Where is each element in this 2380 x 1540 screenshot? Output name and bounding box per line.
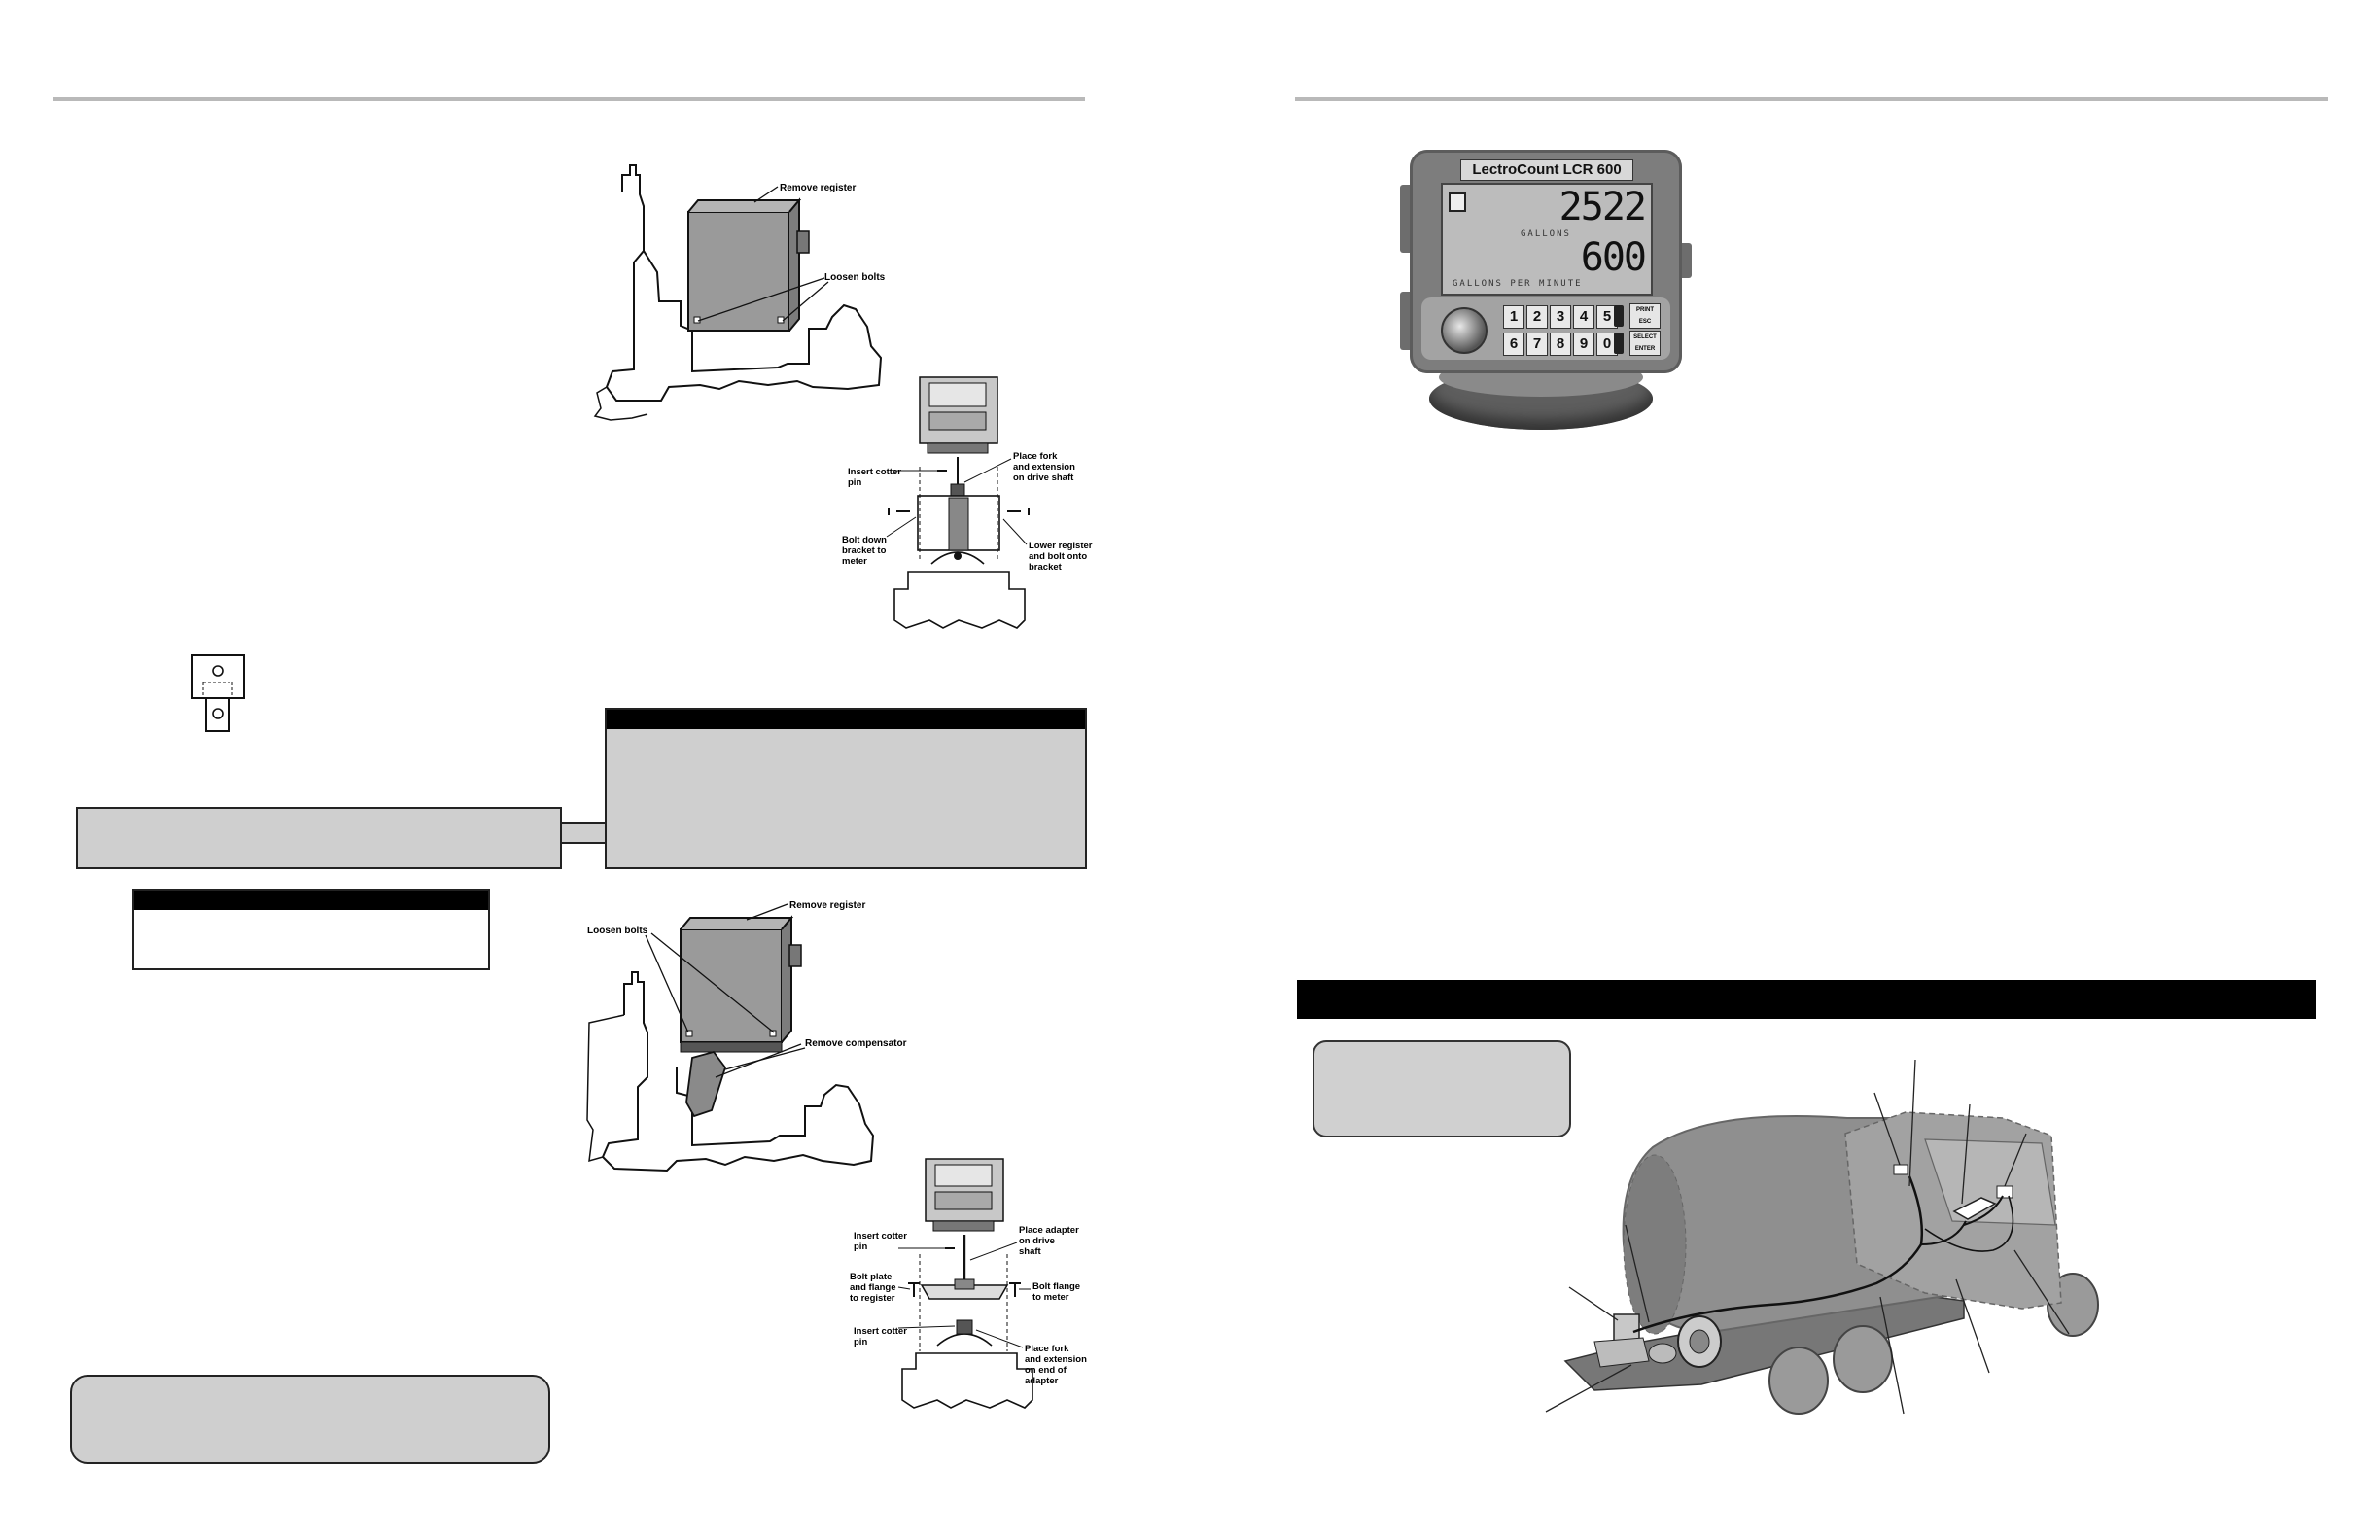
- print-key[interactable]: PRINT ESC: [1629, 303, 1661, 329]
- note-box-right: [605, 708, 1087, 869]
- arrow-key-down[interactable]: [1614, 332, 1624, 354]
- keypad-row-1: 1 2 3 4 5: [1503, 305, 1618, 329]
- lcr600-device-photo: LectroCount LCR 600 2522 GALLONS 600 GAL…: [1400, 146, 1692, 434]
- remove-register-figure: Remove register Loosen bolts: [593, 164, 886, 421]
- lcd-logo-icon: [1449, 192, 1466, 212]
- note-rounded-box-left: [70, 1375, 550, 1464]
- lcd-rate-unit: GALLONS PER MINUTE: [1452, 279, 1583, 289]
- key-9[interactable]: 9: [1573, 332, 1594, 356]
- select-key-label: SELECT: [1633, 334, 1657, 340]
- esc-key-label: ESC: [1638, 319, 1652, 325]
- key-2[interactable]: 2: [1526, 305, 1548, 329]
- left-page-header-rule: [52, 97, 1085, 101]
- lcd-main-value: 2522: [1558, 185, 1647, 229]
- key-4[interactable]: 4: [1573, 305, 1594, 329]
- loosen-bolts-label-2: Loosen bolts: [587, 926, 648, 936]
- keypad-row-2: 6 7 8 9 0: [1503, 332, 1618, 356]
- fork-adapter-icon: [191, 654, 245, 732]
- print-key-label: PRINT: [1636, 307, 1654, 313]
- enter-key-label: ENTER: [1634, 346, 1656, 352]
- key-3[interactable]: 3: [1550, 305, 1571, 329]
- note-box-right-header: [607, 710, 1085, 729]
- device-keypad-panel: 1 2 3 4 5 6 7 8 9 0 PRINT ESC SELECT ENT…: [1421, 298, 1670, 360]
- key-1[interactable]: 1: [1503, 305, 1524, 329]
- arrow-key-up[interactable]: [1614, 305, 1624, 327]
- remove-compensator-figure: Remove register Loosen bolts Remove comp…: [586, 900, 907, 1172]
- key-6[interactable]: 6: [1503, 332, 1524, 356]
- lcd-main-unit: GALLONS: [1521, 229, 1571, 239]
- loosen-bolts-label: Loosen bolts: [824, 272, 886, 283]
- select-key[interactable]: SELECT ENTER: [1629, 331, 1661, 356]
- lcd-rate-value: 600: [1580, 235, 1647, 280]
- truck-installation-diagram: [1545, 1059, 2099, 1415]
- remove-compensator-label: Remove compensator: [805, 1038, 907, 1049]
- section-header-bar: [1297, 980, 2316, 1019]
- key-8[interactable]: 8: [1550, 332, 1571, 356]
- caution-box: [132, 889, 490, 970]
- remove-register-label: Remove register: [780, 183, 856, 193]
- device-lcd-screen: 2522 GALLONS 600 GALLONS PER MINUTE: [1441, 183, 1653, 296]
- right-page-header-rule: [1295, 97, 2328, 101]
- note-box-connector: [562, 822, 607, 844]
- note-box-left: [76, 807, 562, 869]
- caution-box-header: [134, 891, 488, 910]
- remove-register-label-2: Remove register: [789, 900, 865, 911]
- device-brand-label: LectroCount LCR 600: [1460, 159, 1633, 181]
- selector-knob[interactable]: [1441, 307, 1488, 354]
- note-rounded-box-right: [1312, 1040, 1571, 1138]
- key-7[interactable]: 7: [1526, 332, 1548, 356]
